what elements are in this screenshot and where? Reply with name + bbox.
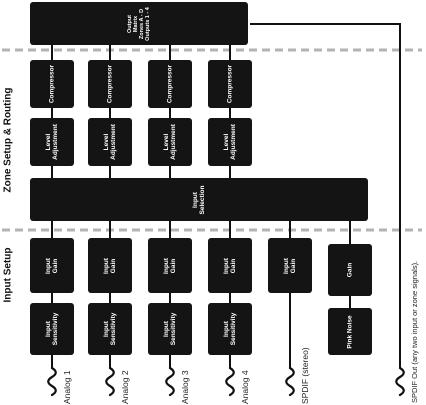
input-sensitivity-4: Input Sensitivity <box>208 303 252 355</box>
input-gain-4-label: Input Gain <box>223 257 237 274</box>
input-gain-2-label: Input Gain <box>103 257 117 274</box>
output-matrix-label: Output Matrix Zones A - D Outputs 1 - 4 <box>127 6 151 41</box>
input-gain-1-label: Input Gain <box>45 257 59 274</box>
input-links <box>51 293 351 368</box>
compressor-3: Compressor <box>148 60 192 108</box>
section-input-label: Input Setup <box>2 247 14 303</box>
compressor-1-label: Compressor <box>48 64 56 104</box>
input-sensitivity-2: Input Sensitivity <box>88 303 132 355</box>
zone-links <box>51 45 351 244</box>
level-adjustment-3: Level Adjustment <box>148 118 192 166</box>
level-adjustment-4-label: Level Adjustment <box>223 124 237 160</box>
input-sensitivity-3-label: Input Sensitivity <box>163 312 177 346</box>
input-gain-spdif-label: Input Gain <box>283 257 297 274</box>
analog-3-connector-icon <box>165 366 175 397</box>
level-adjustment-4: Level Adjustment <box>208 118 252 166</box>
pink-noise-label: Pink Noise <box>346 314 354 349</box>
section-input-setup: Input Setup <box>0 234 16 316</box>
spdif-out-line <box>250 23 401 368</box>
input-gain-1: Input Gain <box>30 238 74 293</box>
gain-block: Gain <box>328 244 372 296</box>
compressor-1: Compressor <box>30 60 74 108</box>
level-adjustment-2-label: Level Adjustment <box>103 124 117 160</box>
level-adjustment-3-label: Level Adjustment <box>163 124 177 160</box>
input-gain-spdif: Input Gain <box>268 238 312 293</box>
input-gain-3: Input Gain <box>148 238 192 293</box>
input-gain-2: Input Gain <box>88 238 132 293</box>
level-adjustment-1-label: Level Adjustment <box>45 124 59 160</box>
pink-noise-block: Pink Noise <box>328 308 372 355</box>
section-zone-setup: Zone Setup & Routing <box>0 55 16 225</box>
compressor-3-label: Compressor <box>166 64 174 104</box>
input-sensitivity-1-label: Input Sensitivity <box>45 312 59 346</box>
spdif-in-connector-icon <box>285 366 295 397</box>
input-sensitivity-1: Input Sensitivity <box>30 303 74 355</box>
spdif-out-connector-icon <box>395 366 405 397</box>
level-adjustment-2: Level Adjustment <box>88 118 132 166</box>
input-sensitivity-3: Input Sensitivity <box>148 303 192 355</box>
source-connectors <box>47 366 405 397</box>
input-gain-4: Input Gain <box>208 238 252 293</box>
source-spdif-stereo: SPDIF (stereo) <box>300 347 310 404</box>
input-selection-label: Input Selection <box>192 185 206 214</box>
spdif-out-note: SPDIF Out (any two input or zone signals… <box>410 260 419 403</box>
compressor-2-label: Compressor <box>106 64 114 104</box>
input-selection-block: Input Selection <box>30 178 368 221</box>
compressor-4: Compressor <box>208 60 252 108</box>
section-zone-label: Zone Setup & Routing <box>2 87 14 193</box>
source-analog-4: Analog 4 <box>240 370 250 404</box>
analog-4-connector-icon <box>225 366 235 397</box>
level-adjustment-1: Level Adjustment <box>30 118 74 166</box>
input-gain-3-label: Input Gain <box>163 257 177 274</box>
compressor-2: Compressor <box>88 60 132 108</box>
gain-label: Gain <box>346 262 354 278</box>
source-analog-3: Analog 3 <box>180 370 190 404</box>
source-analog-1: Analog 1 <box>62 370 72 404</box>
compressor-4-label: Compressor <box>226 64 234 104</box>
output-matrix-block: Output Matrix Zones A - D Outputs 1 - 4 <box>30 2 248 45</box>
source-analog-2: Analog 2 <box>120 370 130 404</box>
analog-2-connector-icon <box>105 366 115 397</box>
input-sensitivity-4-label: Input Sensitivity <box>223 312 237 346</box>
input-sensitivity-2-label: Input Sensitivity <box>103 312 117 346</box>
analog-1-connector-icon <box>47 366 57 397</box>
